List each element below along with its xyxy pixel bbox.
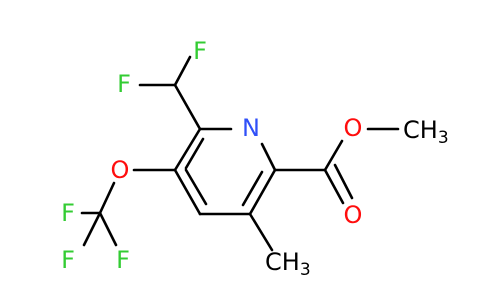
- bond-ccarbonyl-o-double-a: [323, 168, 345, 205]
- methyl-ester-label: CH3: [403, 116, 449, 148]
- bond-cf3-f-c: [98, 211, 118, 247]
- bond-chf2-f-top: [173, 55, 192, 87]
- atom-o-carbonyl: O: [344, 201, 363, 229]
- atom-f-cf3-c: F: [116, 246, 130, 274]
- bond-c3-c2-inner: [184, 137, 205, 170]
- methyl-ester-sub: 3: [438, 128, 449, 148]
- bond-c4-c3: [173, 168, 202, 216]
- atom-o-methoxy: O: [344, 114, 363, 142]
- atom-f-left: F: [117, 70, 131, 98]
- atom-f-cf3-b: F: [61, 246, 75, 274]
- atom-f-cf3-a: F: [61, 199, 75, 227]
- bond-c6-c5: [248, 168, 277, 216]
- atom-f-top: F: [193, 37, 207, 65]
- methyl-ring-label: CH3: [265, 248, 311, 280]
- bond-ccarbonyl-o-methoxy: [323, 139, 344, 172]
- bond-cf3-f-b: [82, 211, 102, 247]
- methyl-ring-main: CH: [265, 248, 300, 276]
- bond-c5-ch3: [248, 212, 274, 252]
- bond-o-cf3: [98, 181, 116, 215]
- atom-n: N: [242, 114, 260, 142]
- bond-c6-c5-inner: [241, 170, 264, 207]
- bond-c2-chf2: [173, 83, 202, 131]
- bond-n-c6: [260, 142, 277, 172]
- bond-ccarbonyl-o-double-b: [333, 163, 354, 200]
- bond-c4-c3-inner: [184, 168, 208, 206]
- bond-c3-c2: [173, 127, 202, 172]
- methyl-ester-main: CH: [403, 116, 438, 144]
- atom-o-ether: O: [111, 156, 130, 184]
- methyl-ring-sub: 3: [300, 260, 311, 280]
